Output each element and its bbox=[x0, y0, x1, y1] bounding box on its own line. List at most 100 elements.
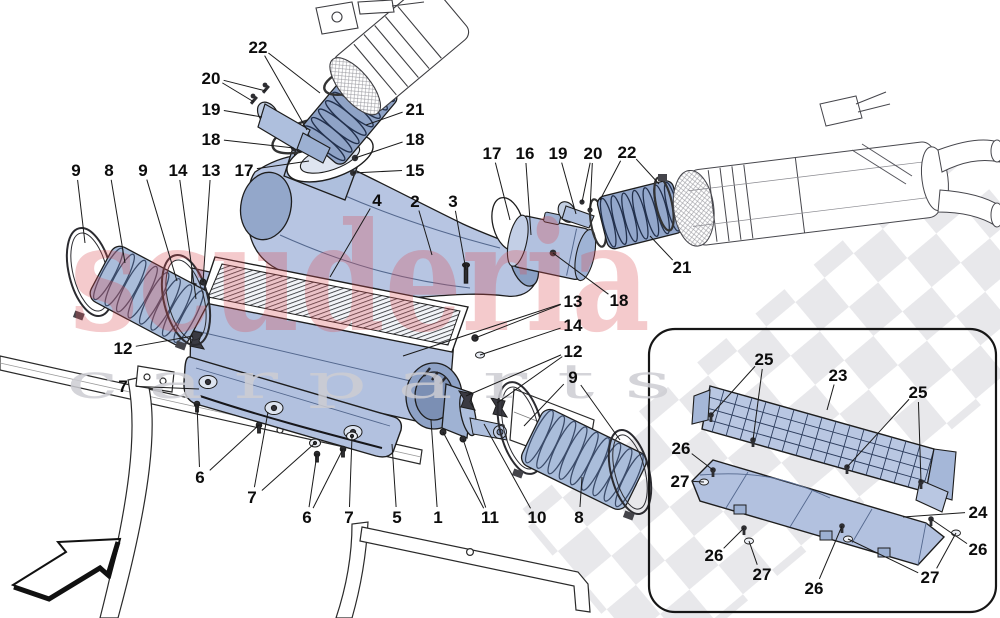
shield-grommets bbox=[198, 375, 363, 439]
leader-line bbox=[483, 423, 532, 509]
callout-label-2: 2 bbox=[410, 192, 419, 211]
leader-line bbox=[579, 476, 583, 508]
leader-line bbox=[902, 512, 966, 518]
leader-line bbox=[354, 141, 403, 159]
leader-line bbox=[581, 162, 591, 203]
callout-label-23: 23 bbox=[829, 366, 848, 385]
leader-line bbox=[465, 354, 562, 397]
leader-line bbox=[202, 179, 211, 283]
mesh-line bbox=[865, 433, 879, 477]
leader-line bbox=[523, 383, 565, 427]
callout-label-12: 12 bbox=[114, 339, 133, 358]
callout-label-24: 24 bbox=[969, 503, 988, 522]
intake-hose-left bbox=[65, 227, 212, 351]
hose-rib bbox=[631, 189, 649, 240]
leader-line bbox=[599, 160, 622, 201]
callout-label-17: 17 bbox=[235, 161, 254, 180]
leader-line bbox=[110, 179, 126, 264]
mesh-line bbox=[837, 425, 851, 469]
callout-label-20: 20 bbox=[584, 144, 603, 163]
mesh-line bbox=[879, 437, 893, 481]
callout-label-9: 9 bbox=[568, 368, 577, 387]
leader-line bbox=[561, 162, 577, 215]
leader-line bbox=[196, 403, 200, 468]
hose-rib bbox=[161, 284, 193, 337]
air-temperature-sensor-left bbox=[249, 82, 331, 164]
leader-line bbox=[752, 368, 763, 441]
leader-line bbox=[826, 384, 835, 411]
callout-label-27: 27 bbox=[753, 565, 772, 584]
leader-line bbox=[77, 179, 86, 244]
brand-watermark-subtext: c a r p a r t s bbox=[66, 354, 672, 410]
hose-rib bbox=[610, 195, 628, 245]
callout-label-13: 13 bbox=[202, 161, 221, 180]
air-meter-assembly-right bbox=[491, 174, 684, 282]
callout-label-26: 26 bbox=[805, 579, 824, 598]
callout-label-1: 1 bbox=[433, 508, 442, 527]
hose-rib bbox=[127, 265, 158, 319]
leader-line bbox=[723, 527, 745, 549]
air-cleaner-upper-left bbox=[315, 0, 470, 116]
callout-label-26: 26 bbox=[672, 439, 691, 458]
leader-line bbox=[649, 235, 674, 261]
leader-line bbox=[462, 438, 487, 508]
callout-label-6: 6 bbox=[195, 468, 204, 487]
callout-label-14: 14 bbox=[564, 316, 583, 335]
callout-label-12: 12 bbox=[564, 342, 583, 361]
intake-grille-23 bbox=[691, 385, 957, 513]
callout-label-17: 17 bbox=[483, 144, 502, 163]
leader-line bbox=[748, 540, 758, 565]
leader-line bbox=[930, 518, 968, 545]
leader-line bbox=[352, 169, 403, 174]
rubber-mount-12b bbox=[489, 397, 509, 418]
callout-label-25: 25 bbox=[909, 383, 928, 402]
leader-line bbox=[146, 179, 178, 282]
shield-screws-6 bbox=[193, 400, 347, 463]
leader-line bbox=[442, 431, 485, 509]
callout-label-9: 9 bbox=[71, 161, 80, 180]
leader-line bbox=[329, 208, 371, 278]
callout-label-22: 22 bbox=[249, 38, 268, 57]
mesh-line bbox=[907, 444, 921, 489]
hose-rib bbox=[614, 453, 644, 508]
leader-line bbox=[402, 303, 561, 357]
leader-line bbox=[552, 252, 609, 295]
mesh-line bbox=[702, 417, 926, 482]
callout-label-11: 11 bbox=[481, 508, 499, 527]
hose-clamp-9b bbox=[160, 254, 212, 346]
leader-line bbox=[818, 525, 843, 580]
callout-label-8: 8 bbox=[104, 161, 113, 180]
leader-line bbox=[479, 327, 561, 356]
callout-label-7: 7 bbox=[118, 377, 127, 396]
mesh-line bbox=[767, 405, 781, 450]
leader-line bbox=[135, 335, 194, 347]
callout-label-26: 26 bbox=[969, 540, 988, 559]
mesh-line bbox=[706, 396, 932, 461]
callout-label-6: 6 bbox=[302, 508, 311, 527]
hose-rib bbox=[138, 271, 170, 325]
leader-line bbox=[135, 385, 200, 390]
intake-hose-right bbox=[496, 381, 653, 521]
callout-label-20: 20 bbox=[202, 69, 221, 88]
mesh-line bbox=[711, 389, 725, 434]
callout-label-9: 9 bbox=[138, 161, 147, 180]
hose-rib bbox=[642, 187, 660, 238]
leader-line bbox=[525, 162, 532, 236]
leader-line bbox=[308, 453, 318, 508]
direction-arrow bbox=[10, 537, 122, 602]
leader-line bbox=[418, 210, 433, 256]
mesh-line bbox=[781, 409, 795, 454]
mesh-line bbox=[739, 397, 753, 442]
undertray-panel-24 bbox=[691, 459, 946, 566]
leader-line bbox=[261, 442, 316, 491]
callout-label-16: 16 bbox=[516, 144, 535, 163]
leader-line bbox=[474, 304, 562, 339]
leader-line bbox=[223, 110, 263, 118]
callout-label-27: 27 bbox=[921, 568, 940, 587]
leader-line bbox=[223, 139, 295, 149]
leader-line bbox=[691, 453, 714, 471]
callout-label-18: 18 bbox=[610, 291, 629, 310]
mesh-line bbox=[725, 393, 739, 438]
